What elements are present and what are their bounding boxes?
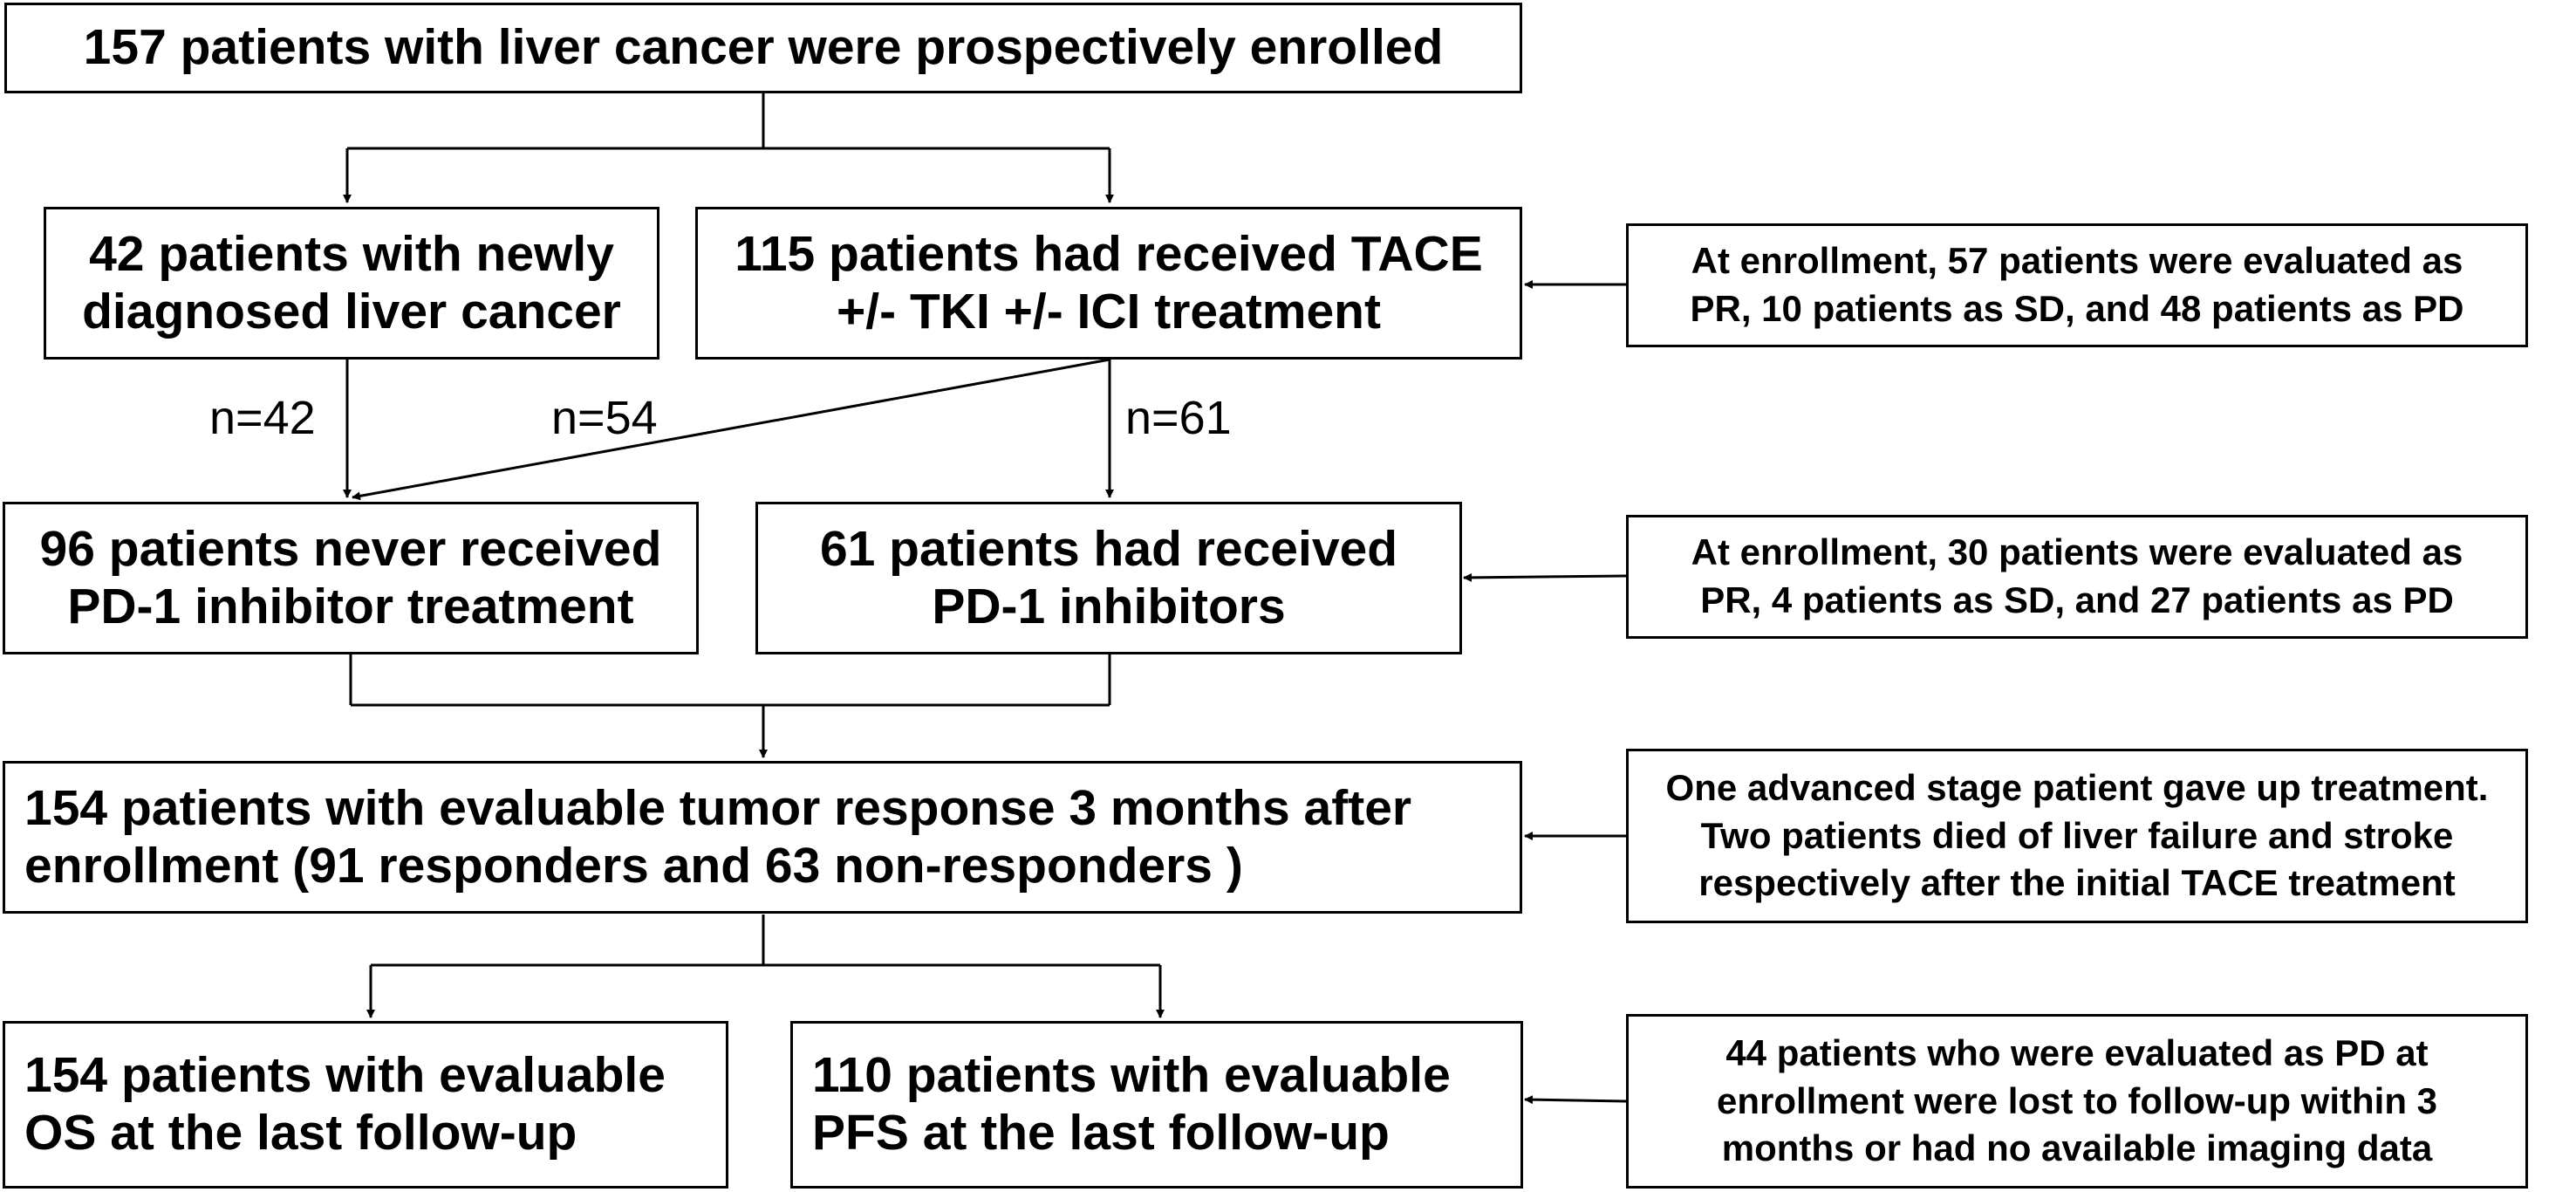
label-n61: n=61 (1125, 392, 1232, 444)
box-evaluable-response-line2: enrollment (91 responders and 63 non-res… (24, 837, 1243, 894)
box-prior-treatment-line2: +/- TKI +/- ICI treatment (837, 283, 1381, 339)
label-n54: n=54 (551, 392, 658, 444)
box-received-pd1-line1: 61 patients had received (819, 520, 1398, 577)
box-enrolled-text: 157 patients with liver cancer were pros… (83, 19, 1444, 76)
box-enrolled: 157 patients with liver cancer were pros… (4, 3, 1522, 93)
box-evaluable-response-line1: 154 patients with evaluable tumor respon… (24, 779, 1412, 836)
arrow-prior-to-never-pd1 (352, 358, 1110, 501)
note-response-line2: Two patients died of liver failure and s… (1700, 814, 2454, 856)
box-never-pd1-line2: PD-1 inhibitor treatment (67, 578, 634, 634)
box-evaluable-pfs-line2: PFS at the last follow-up (812, 1105, 1390, 1161)
box-evaluable-pfs: 110 patients with evaluable PFS at the l… (790, 1021, 1523, 1189)
arrow-note-pfs (1524, 1095, 1627, 1105)
box-received-pd1-line2: PD-1 inhibitors (932, 578, 1286, 634)
box-evaluable-pfs-line1: 110 patients with evaluable (812, 1047, 1451, 1104)
box-prior-treatment-line1: 115 patients had received TACE (735, 225, 1483, 282)
note-response: One advanced stage patient gave up treat… (1626, 749, 2528, 923)
arrow-note-pd1 (1463, 572, 1627, 582)
box-newly-diagnosed-line1: 42 patients with newly (89, 225, 614, 282)
box-newly-diagnosed: 42 patients with newly diagnosed liver c… (44, 207, 659, 360)
note-prior-line2: PR, 10 patients as SD, and 48 patients a… (1690, 288, 2464, 329)
note-pfs-line3: months or had no available imaging data (1721, 1127, 2433, 1169)
note-prior-line1: At enrollment, 57 patients were evaluate… (1691, 240, 2463, 282)
note-response-line1: One advanced stage patient gave up treat… (1665, 767, 2489, 809)
box-newly-diagnosed-line2: diagnosed liver cancer (82, 283, 621, 339)
note-pd1-line2: PR, 4 patients as SD, and 27 patients as… (1700, 579, 2454, 620)
box-received-pd1: 61 patients had received PD-1 inhibitors (755, 502, 1462, 654)
box-never-pd1: 96 patients never received PD-1 inhibito… (3, 502, 699, 654)
box-prior-treatment: 115 patients had received TACE +/- TKI +… (695, 207, 1522, 360)
note-pfs: 44 patients who were evaluated as PD at … (1626, 1014, 2528, 1189)
note-response-line3: respectively after the initial TACE trea… (1698, 862, 2456, 904)
label-n42: n=42 (209, 392, 316, 444)
box-evaluable-os-line1: 154 patients with evaluable (24, 1047, 666, 1104)
note-pfs-line1: 44 patients who were evaluated as PD at (1725, 1032, 2429, 1074)
note-prior-treatment: At enrollment, 57 patients were evaluate… (1626, 223, 2528, 347)
box-evaluable-os: 154 patients with evaluable OS at the la… (3, 1021, 728, 1189)
box-evaluable-os-line2: OS at the last follow-up (24, 1105, 577, 1161)
box-evaluable-response: 154 patients with evaluable tumor respon… (3, 761, 1522, 914)
note-pd1: At enrollment, 30 patients were evaluate… (1626, 515, 2528, 639)
box-never-pd1-line1: 96 patients never received (39, 520, 662, 577)
note-pd1-line1: At enrollment, 30 patients were evaluate… (1691, 531, 2463, 573)
note-pfs-line2: enrollment were lost to follow-up within… (1716, 1079, 2437, 1121)
